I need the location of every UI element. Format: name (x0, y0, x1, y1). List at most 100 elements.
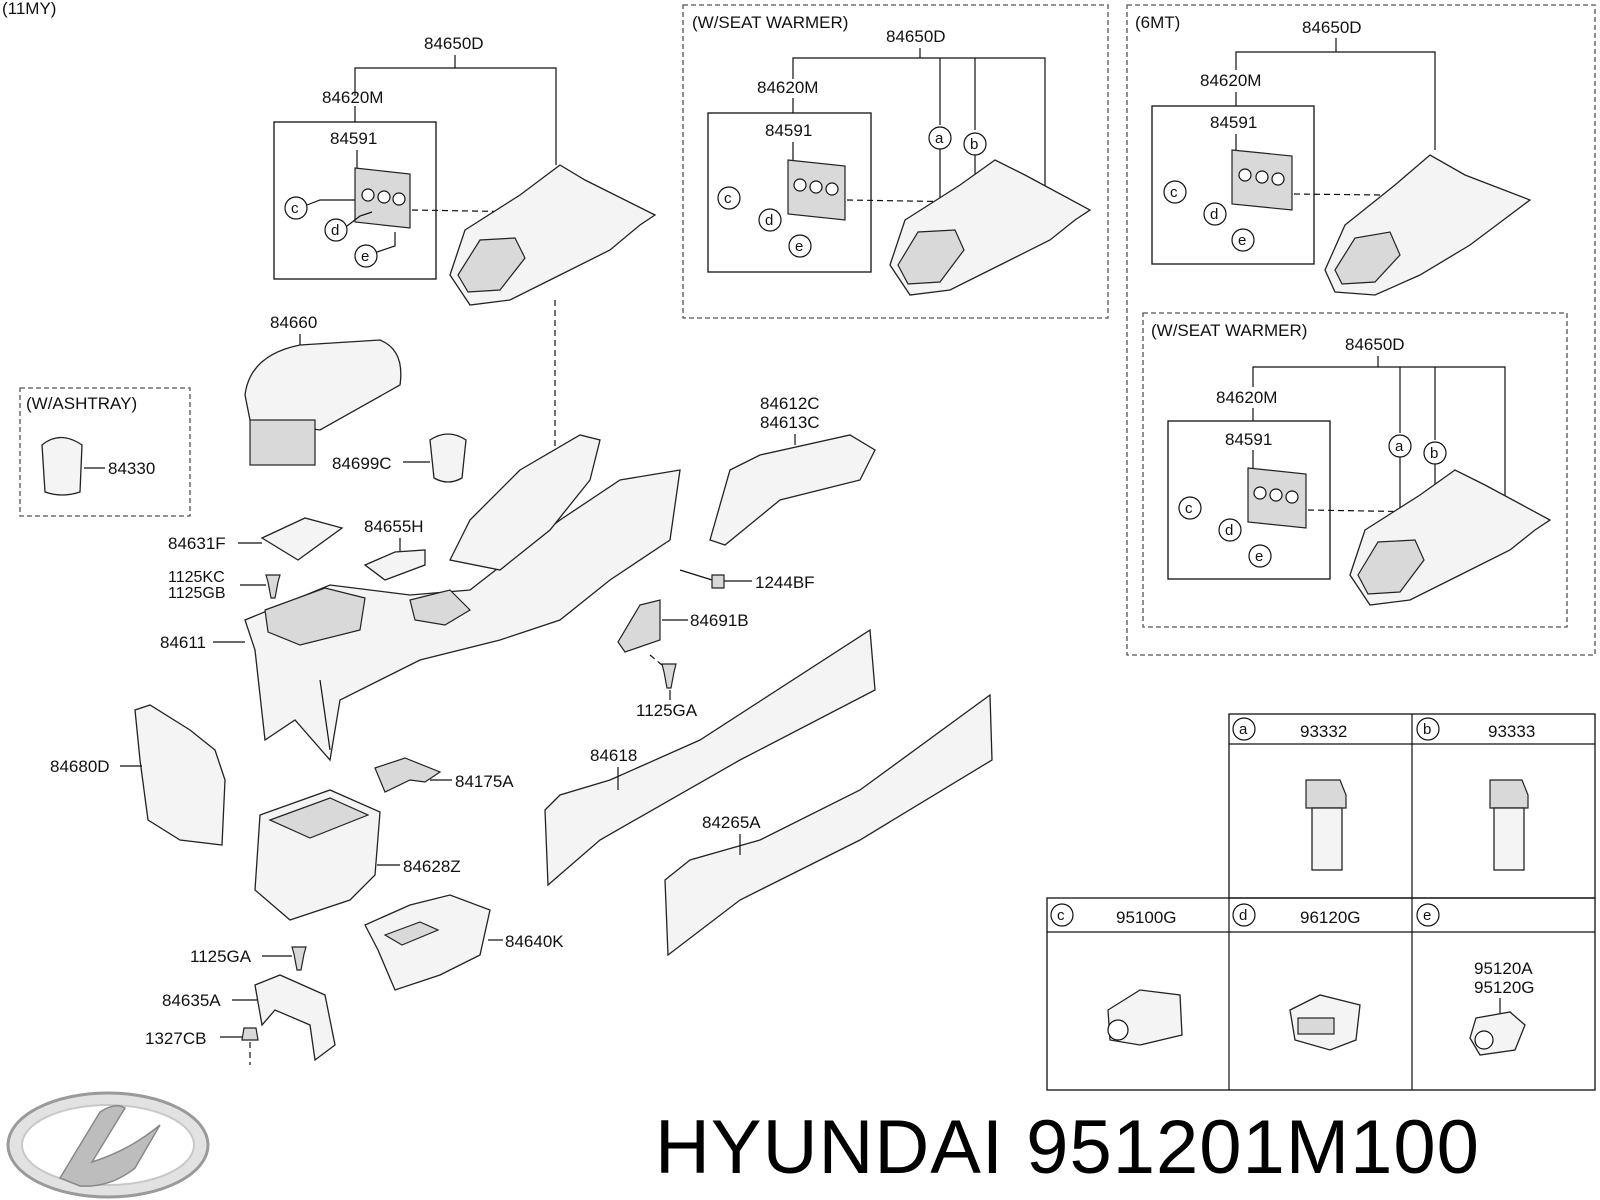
variant-3-ref-e: e (1255, 548, 1263, 565)
variant-1-ref-e: e (795, 238, 803, 255)
legend-part-c: 95100G (1116, 908, 1177, 927)
variant-3-panel-label: 84591 (1225, 430, 1272, 449)
armrest-group: 84660 (244, 313, 402, 466)
console-label: 84611 (160, 633, 206, 652)
brand-name: HYUNDAI (655, 1105, 1005, 1190)
legend-ref-e: e (1423, 907, 1431, 924)
lower-bolt-icon (291, 946, 307, 971)
variant-2-ref-e: e (1238, 232, 1246, 249)
rear-cover (134, 704, 226, 846)
variant-2-outer-label: 84650D (1302, 18, 1362, 37)
bolt-icon (661, 663, 677, 689)
variant-1-sub-label: 84620M (757, 78, 818, 97)
legend-part-e-1: 95120A (1474, 959, 1533, 978)
variant-seat-warmer-2: (W/SEAT WARMER) 84650D 84620M 84591 c d … (1142, 312, 1568, 628)
nut-icon (241, 1027, 259, 1041)
variant-2-sub-label: 84620M (1200, 71, 1261, 90)
pad-label: 84631F (168, 534, 226, 553)
ref-d-label: d (331, 222, 339, 239)
variant-1-panel-label: 84591 (765, 121, 812, 140)
cup-holder-label: 84699C (332, 454, 392, 473)
main-sub-box (273, 121, 437, 280)
clip-label: 1244BF (755, 573, 815, 592)
legend-part-a: 93332 (1300, 722, 1347, 741)
bracket-label: 84691B (690, 611, 749, 630)
ashtray-label: 84330 (108, 459, 155, 478)
cup-tray (364, 894, 491, 991)
main-top-group: 84650D 84620M 84591 c d e (273, 34, 657, 306)
ashtray-variant-label: (W/ASHTRAY) (26, 394, 137, 413)
mount-bracket-label: 84635A (162, 991, 221, 1010)
bracket-cover-label: 84655H (364, 517, 424, 536)
legend-part-e-2: 95120G (1474, 978, 1535, 997)
mat-label: 84175A (455, 772, 514, 791)
rear-cover-label: 84680D (50, 757, 110, 776)
variant-3-title: (W/SEAT WARMER) (1151, 321, 1307, 340)
variant-1-switch-a: a (935, 130, 944, 147)
armrest-label: 84660 (270, 313, 317, 332)
part-number: 951201M100 (1026, 1105, 1480, 1190)
clip-icon (711, 574, 725, 589)
legend-part-d: 96120G (1300, 908, 1361, 927)
variant-1-title: (W/SEAT WARMER) (692, 13, 848, 32)
cup-holder-insert (429, 433, 467, 483)
side-cover (709, 434, 876, 546)
seat-warmer-switch-a (1305, 779, 1347, 809)
ref-e-label: e (361, 248, 369, 265)
console-pad (260, 517, 344, 561)
console-body (244, 434, 681, 762)
mat (374, 757, 442, 793)
main-sub-label: 84620M (322, 88, 383, 107)
variant-2-ref-c: c (1170, 184, 1178, 201)
variant-2-ref-d: d (1210, 206, 1218, 223)
variant-1-switch-b: b (970, 136, 978, 153)
side-cover-rh-label: 84613C (760, 413, 820, 432)
variant-3-ref-c: c (1185, 500, 1193, 517)
seat-warmer-switch-b (1489, 779, 1529, 809)
main-outer-label: 84650D (424, 34, 484, 53)
variant-3-switch-b: b (1430, 445, 1438, 462)
variant-3-sub-label: 84620M (1216, 388, 1277, 407)
variant-3-outer-label: 84650D (1345, 335, 1405, 354)
side-cover-lh-label: 84612C (760, 394, 820, 413)
lower-bolt-label: 1125GA (190, 947, 252, 966)
armrest-lid (244, 339, 402, 431)
brand-part-number: HYUNDAI 951201M100 (655, 1098, 1480, 1198)
legend-table: a 93332 b 93333 c 95100G d 96120G e 9512… (1046, 713, 1596, 1091)
ref-c-label: c (291, 200, 299, 217)
hyundai-logo (6, 1091, 210, 1199)
legend-ref-a: a (1239, 721, 1248, 738)
variant-1-ref-d: d (765, 212, 773, 229)
variant-3-ref-d: d (1225, 522, 1233, 539)
legend-ref-b: b (1423, 721, 1431, 738)
ashtray-cup (41, 436, 83, 496)
variant-6mt: (6MT) 84650D 84620M 84591 c d e (1126, 4, 1596, 656)
bracket-bolt-label: 1125GA (636, 701, 698, 720)
variant-3-switch-a: a (1395, 438, 1404, 455)
variant-1-ref-c: c (724, 190, 732, 207)
screw-icon (265, 574, 281, 599)
screw-a-label: 1125KC (168, 569, 225, 586)
screw-b-label: 1125GB (168, 585, 226, 602)
insulator-84265A (664, 693, 993, 957)
insulator-2-label: 84265A (702, 813, 761, 832)
legend-part-b: 93333 (1488, 722, 1535, 741)
legend-ref-d: d (1239, 907, 1247, 924)
bracket-cover (363, 549, 426, 581)
variant-2-panel-label: 84591 (1210, 113, 1257, 132)
main-panel-label: 84591 (330, 129, 377, 148)
insulator-1-label: 84618 (590, 746, 637, 765)
variant-1-outer-label: 84650D (886, 27, 946, 46)
bracket-small (617, 599, 661, 653)
storage-box-label: 84628Z (403, 857, 461, 876)
mount-bracket (254, 974, 336, 1062)
legend-ref-c: c (1057, 907, 1065, 924)
ashtray-variant-box (19, 387, 191, 517)
insulator-84618 (544, 628, 876, 887)
model-year-label: (11MY) (2, 0, 56, 18)
variant-seat-warmer-1: (W/SEAT WARMER) 84650D 84620M 84591 c d … (682, 4, 1109, 319)
variant-2-title: (6MT) (1135, 13, 1180, 32)
nut-label: 1327CB (145, 1029, 206, 1048)
cup-tray-label: 84640K (505, 932, 564, 951)
